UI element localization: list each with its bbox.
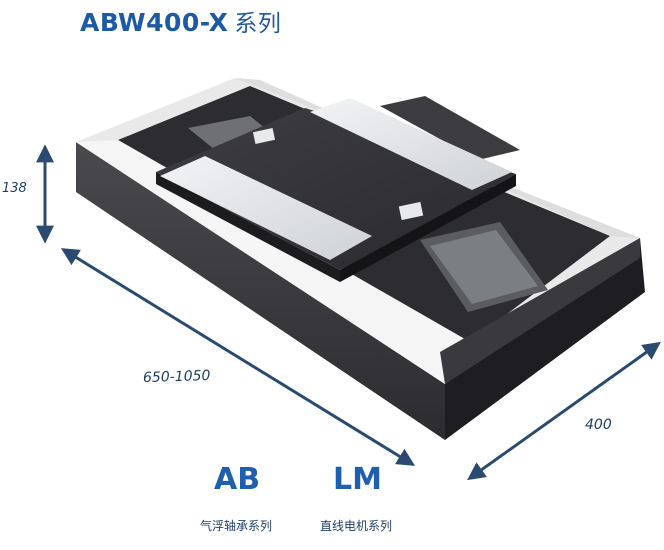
square-pad-2 bbox=[398, 201, 424, 221]
height-dimension: 138 bbox=[2, 181, 27, 196]
square-pad-1 bbox=[252, 128, 276, 144]
lm-label: LM bbox=[333, 462, 382, 497]
width-arrow bbox=[467, 341, 661, 481]
width-dimension: 400 bbox=[585, 417, 612, 433]
cable-duct bbox=[380, 96, 520, 160]
table-pad-left bbox=[160, 156, 372, 260]
table-pad-right bbox=[310, 98, 512, 190]
lm-caption: 直线电机系列 bbox=[320, 519, 393, 533]
length-arrow bbox=[60, 248, 416, 466]
model-name: ABW400-X bbox=[80, 8, 229, 37]
ab-caption: 气浮轴承系列 bbox=[200, 519, 273, 533]
motor-block-top bbox=[430, 230, 538, 304]
ab-label: AB bbox=[214, 462, 261, 497]
series-label: 系列 bbox=[234, 11, 282, 37]
length-dimension: 650-1050 bbox=[142, 367, 211, 387]
